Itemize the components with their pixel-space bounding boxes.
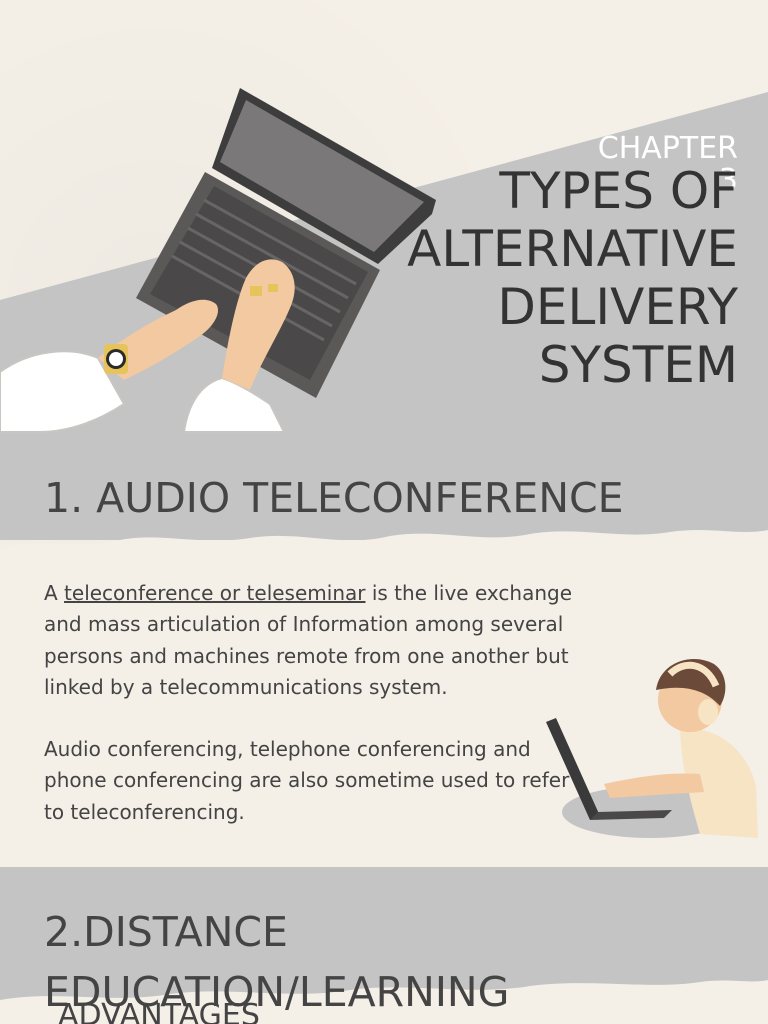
chapter-label: CHAPTER 3: [597, 131, 738, 198]
page-title: TYPES OF ALTERNATIVE DELIVERY SYSTEM: [407, 162, 738, 394]
teleconference-link[interactable]: teleconference or teleseminar: [64, 581, 366, 605]
section-body: A teleconference or teleseminar is the l…: [44, 578, 574, 859]
paragraph-aliases: Audio conferencing, telephone conferenci…: [44, 737, 570, 824]
section-heading-distance-education: 2.DISTANCE EDUCATION/LEARNING: [44, 908, 510, 1016]
torn-paper-edge-2: [0, 980, 768, 1024]
paragraph-suffix: is the live exchange and mass articulati…: [44, 581, 573, 699]
paragraph-definition: A teleconference or teleseminar is the l…: [44, 578, 574, 703]
student-with-laptop-illustration: [546, 659, 758, 838]
paragraph-prefix: A: [44, 581, 65, 605]
subheading-advantages: ADVANTAGES: [58, 998, 260, 1024]
laptop-illustration: [0, 88, 436, 433]
section-heading-audio-teleconference: 1. AUDIO TELECONFERENCE: [44, 474, 624, 522]
